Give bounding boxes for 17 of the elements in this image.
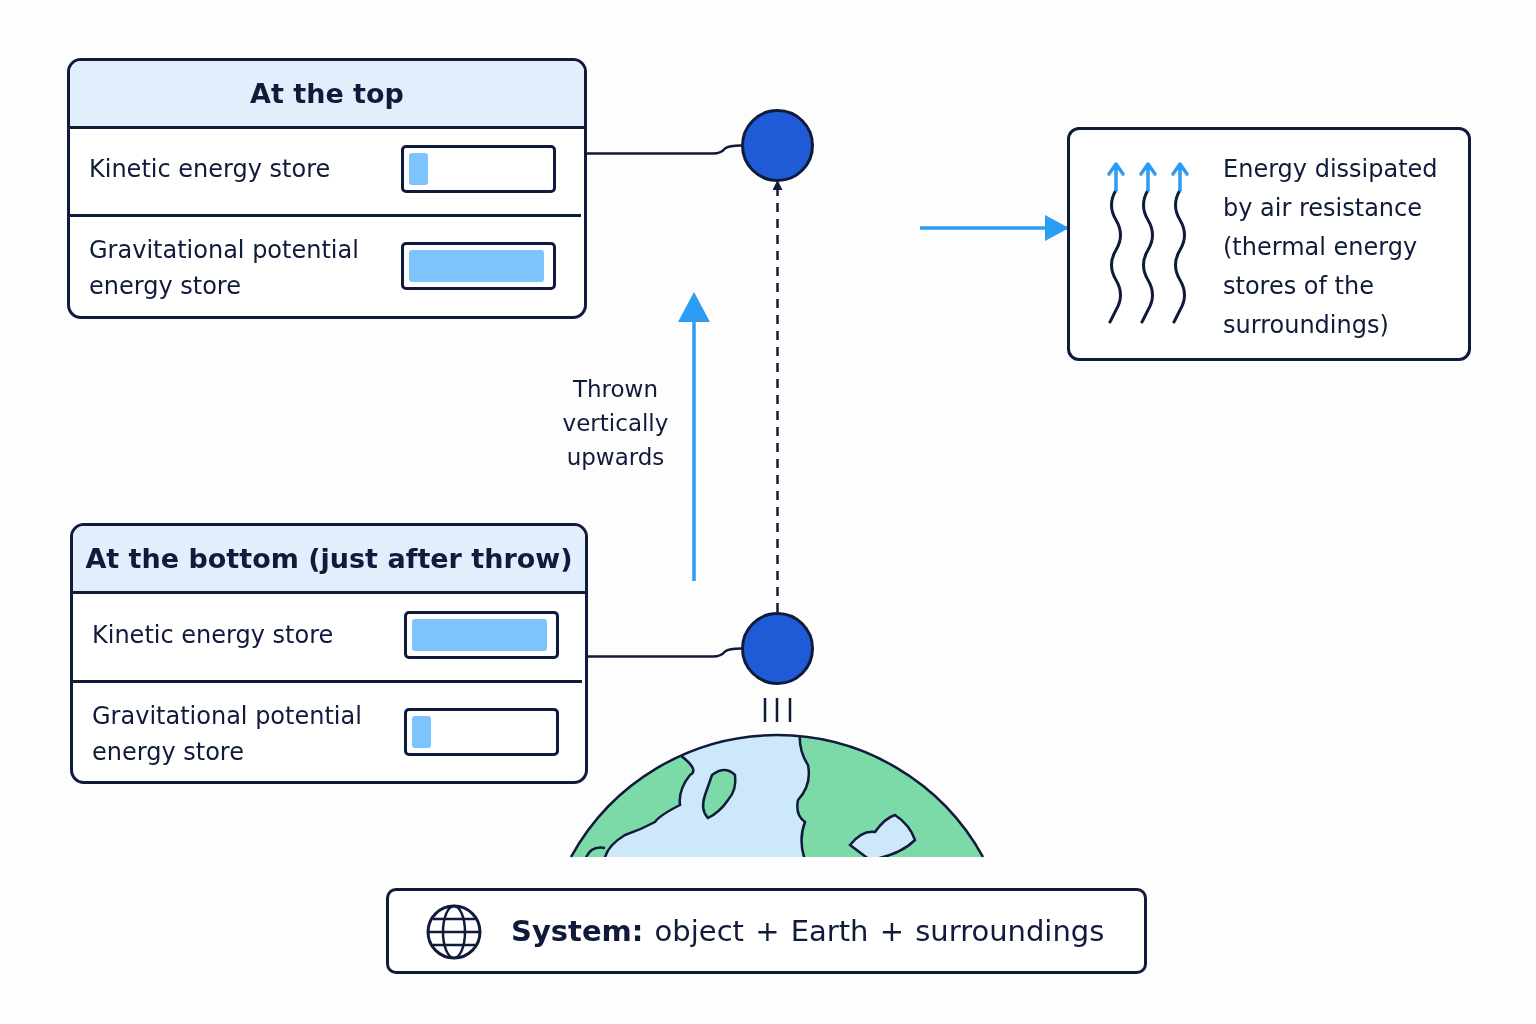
panel-heading: At the bottom (just after throw)	[85, 543, 573, 574]
dissipation-box	[1067, 127, 1471, 361]
energy-store-label: Kinetic energy store	[92, 620, 335, 651]
dissipation-text: Energy dissipated by air resistance (thermal energy stores of the surroundings)	[1223, 154, 1439, 341]
energy-store-label: Gravitational potential energy store	[92, 700, 363, 768]
system-box	[386, 888, 1147, 974]
connector-line	[588, 647, 742, 658]
state-panel	[67, 58, 587, 319]
energy-store-label: Kinetic energy store	[89, 154, 332, 185]
system-description: System: object + Earth + surroundings	[511, 914, 1105, 948]
arrow	[920, 215, 1069, 241]
arrow	[772, 180, 783, 612]
state-panel	[70, 523, 588, 784]
connector-line	[587, 144, 742, 155]
energy-store-label: Gravitational potential energy store	[89, 235, 360, 302]
motion-label: Thrown vertically upwards	[561, 375, 670, 472]
panel-heading: At the top	[250, 78, 404, 109]
